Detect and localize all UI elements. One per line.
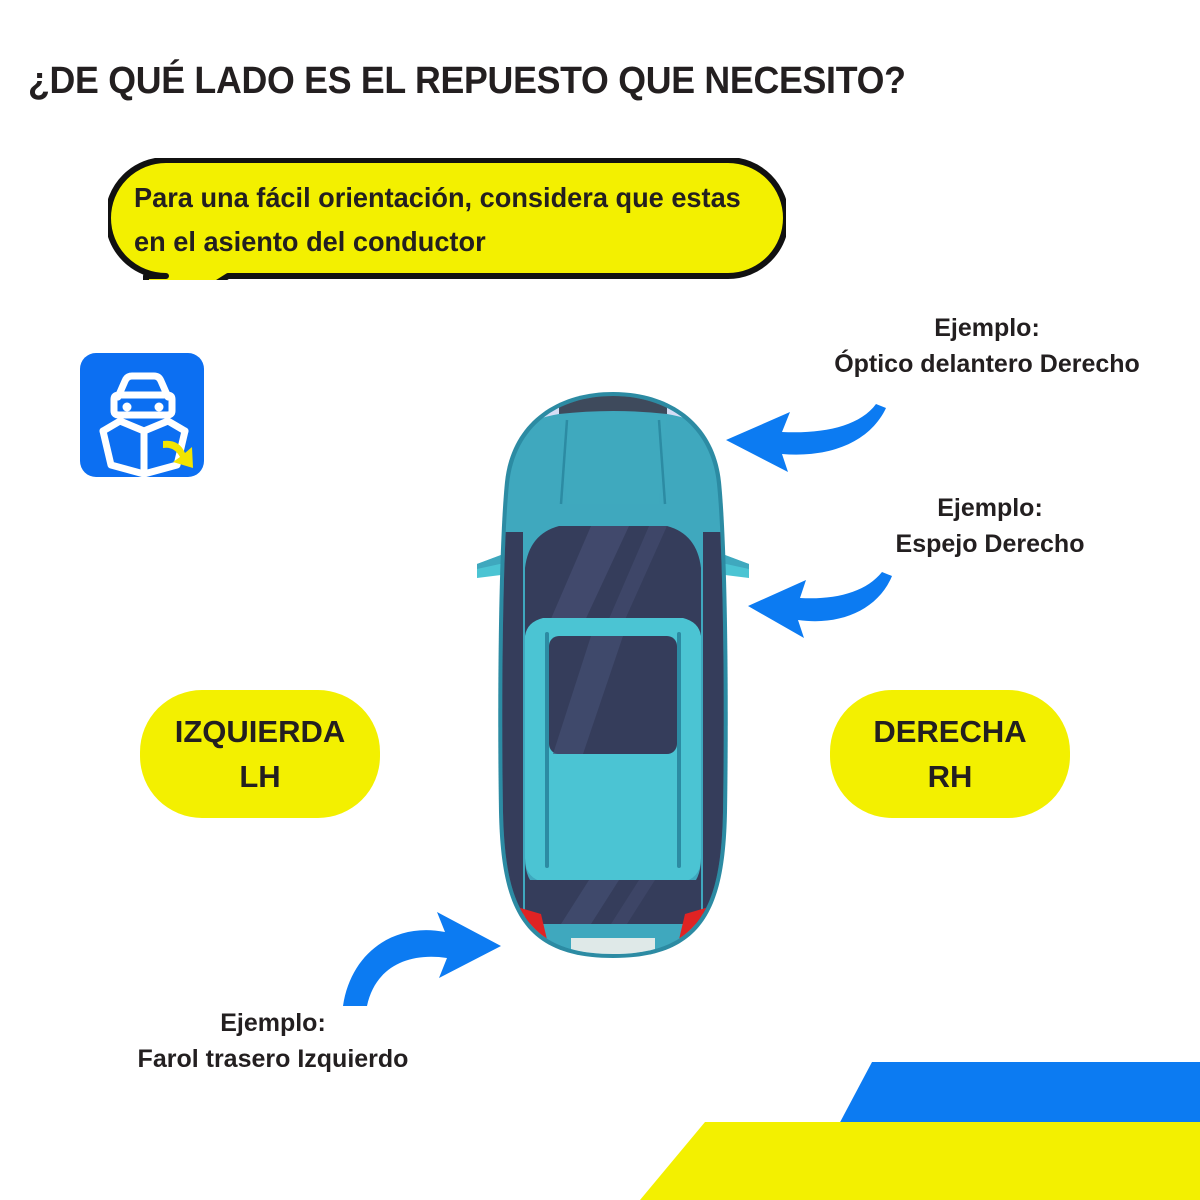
car-side-rail-right: [703, 532, 724, 932]
ribbon-blue: [820, 1062, 1200, 1160]
car-hood: [559, 413, 667, 504]
speech-bubble-text: Para una fácil orientación, considera qu…: [134, 182, 741, 257]
car-hood-line-left: [559, 419, 569, 505]
arrow-to-rear-left-taillight: [333, 906, 509, 1010]
car-sunroof-highlight: [553, 636, 623, 754]
example-label-mirror-right: Ejemplo: Espejo Derecho: [895, 494, 1085, 558]
box-icon-car-glyph: [110, 372, 176, 419]
car-side-rail-left: [502, 532, 523, 932]
box-icon-wheel-left: [122, 402, 132, 412]
page-title: ¿DE QUÉ LADO ES EL REPUESTO QUE NECESITO…: [28, 60, 906, 102]
car-windshield-highlight-b: [599, 526, 667, 642]
speech-bubble-shape: [108, 158, 786, 280]
example-label-front-right: Ejemplo: Óptico delantero Derecho: [834, 314, 1140, 378]
arrow-to-front-right-headlight: [720, 402, 890, 484]
side-badge-left: IZQUIERDA LH: [140, 690, 380, 818]
side-badge-left-line1: IZQUIERDA: [174, 714, 346, 749]
car-windshield-highlight-a: [541, 526, 629, 642]
side-badge-right: DERECHA RH: [830, 690, 1070, 818]
example-label-rear-left: Ejemplo: Farol trasero Izquierdo: [137, 1009, 409, 1073]
box-icon-wheel-right: [154, 402, 164, 412]
car-license-plate: [571, 938, 655, 954]
car-rear-highlight-b: [611, 880, 655, 924]
ribbon-yellow: [640, 1122, 1200, 1200]
speech-bubble: Para una fácil orientación, considera qu…: [108, 158, 786, 280]
car-rear-highlight-a: [561, 880, 619, 924]
side-badge-right-line2: RH: [927, 759, 973, 794]
car-top-view: [463, 392, 763, 972]
car-hood-line-right: [657, 419, 667, 505]
car-part-box-icon: [78, 345, 210, 485]
arrow-to-right-mirror: [744, 568, 896, 648]
side-badge-right-line1: DERECHA: [873, 714, 1027, 749]
side-badge-left-line2: LH: [239, 759, 281, 794]
box-icon-arrow-icon: [163, 440, 193, 468]
car-front-bumper: [559, 396, 667, 414]
